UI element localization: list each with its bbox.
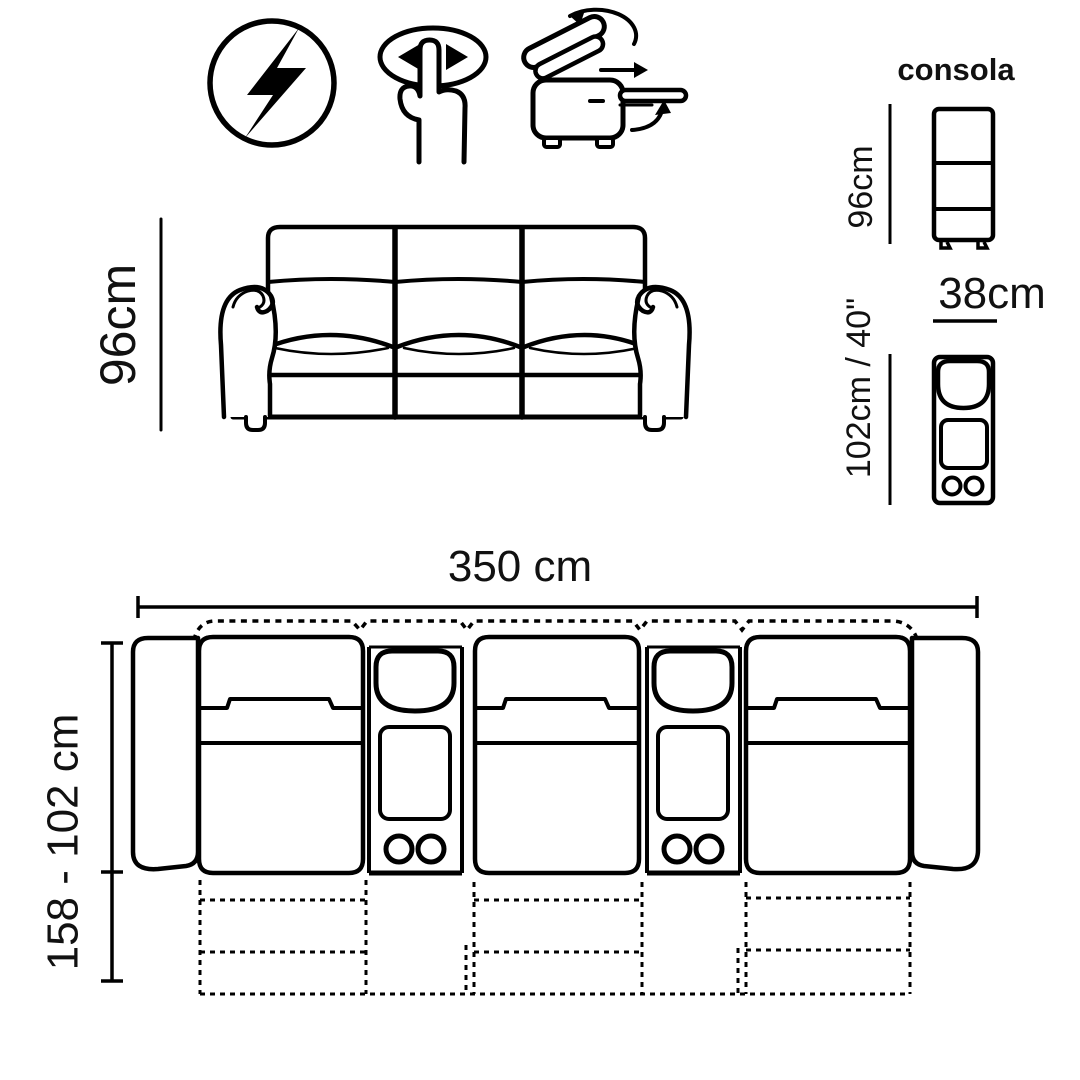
sofa-foot xyxy=(643,415,666,432)
sofa-top-depth-label: 158 - 102 cm xyxy=(39,714,88,971)
console-front-view xyxy=(931,106,996,250)
sofa-left-arm xyxy=(218,284,278,420)
console-title: consola xyxy=(897,52,1015,87)
sofa-front-view xyxy=(159,217,692,432)
console-headrest xyxy=(935,358,992,411)
sofa-front-height-label: 96cm xyxy=(90,264,146,386)
top-depth-dim xyxy=(101,641,123,983)
sofa-top-width-label: 350 cm xyxy=(448,542,592,591)
touch-control-icon xyxy=(377,25,489,165)
console-top-view xyxy=(931,354,996,506)
recline-outline-top xyxy=(190,619,922,653)
console-tray xyxy=(939,418,989,470)
right-arrow-glyph xyxy=(446,44,468,70)
console-width-label: 38cm xyxy=(938,269,1046,318)
console-height-label: 96cm xyxy=(842,145,880,228)
top-width-dim xyxy=(136,596,979,618)
left-arrow-glyph xyxy=(398,44,420,70)
top-view-seat-middle xyxy=(475,637,639,873)
console-depth-label: 102cm / 40" xyxy=(840,298,878,478)
sofa-foot xyxy=(244,415,267,432)
electric-power-icon xyxy=(207,18,337,148)
footrest-extension-outline xyxy=(198,880,912,996)
top-view-right-arm xyxy=(909,635,981,872)
top-view-console-2 xyxy=(647,647,740,873)
recliner-mechanism-icon xyxy=(521,7,689,149)
cupholder xyxy=(941,475,963,497)
cupholder xyxy=(963,475,985,497)
sofa-top-view xyxy=(101,596,981,996)
top-view-left-arm xyxy=(130,635,201,872)
top-view-seat-left xyxy=(199,637,363,873)
hand-glyph xyxy=(397,37,468,165)
top-view-console-1 xyxy=(369,647,462,873)
top-view-seat-right xyxy=(746,637,910,873)
console-section: consola 96cm 38cm 102cm / 40" xyxy=(840,52,1046,506)
sofa-right-arm xyxy=(632,284,692,420)
